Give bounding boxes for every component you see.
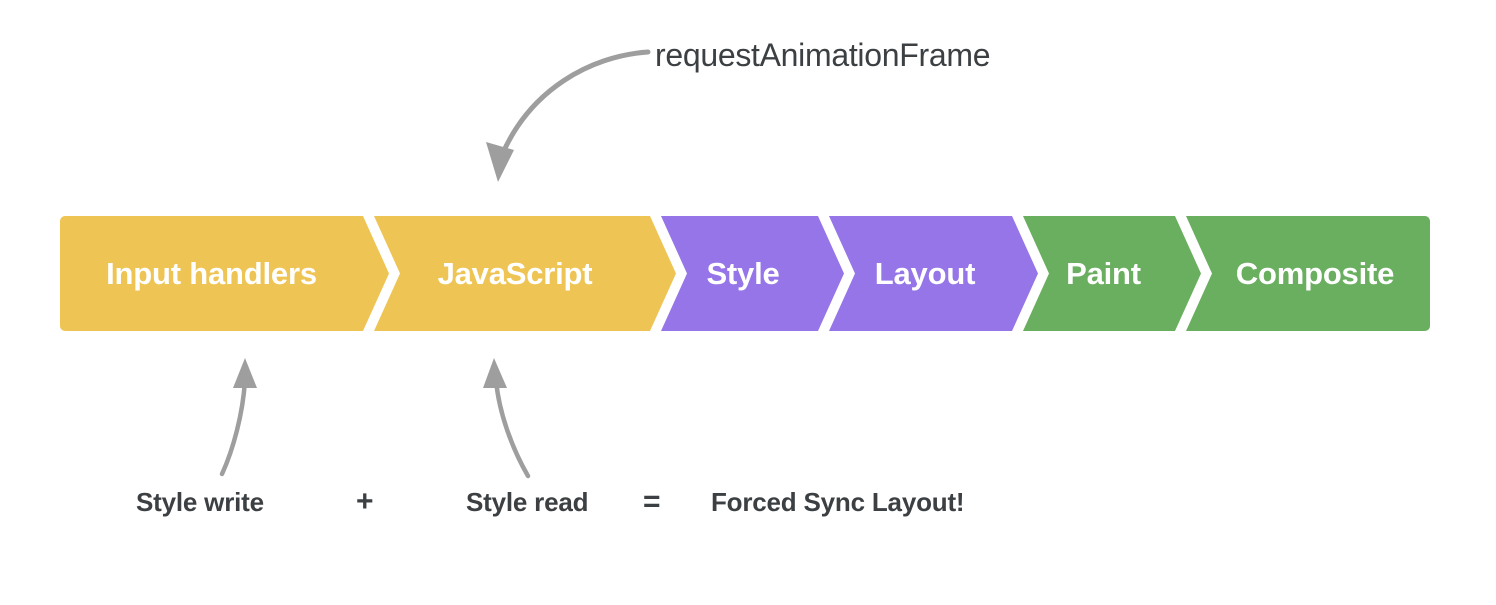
pipeline-shapes xyxy=(60,216,1430,331)
segment-shape-style xyxy=(661,216,844,331)
forced-sync-layout-label: Forced Sync Layout! xyxy=(711,487,965,517)
segment-shape-layout xyxy=(829,216,1038,331)
plus-operator: + xyxy=(356,485,374,518)
request-animation-frame-arrow-icon xyxy=(486,49,651,182)
segment-shape-javascript xyxy=(374,216,676,331)
rendering-pipeline-bar: Input handlers JavaScript Style Layout P… xyxy=(60,216,1430,331)
pipeline-segments xyxy=(60,216,1430,331)
style-read-arrow-icon xyxy=(483,358,531,479)
segment-shape-paint xyxy=(1023,216,1201,331)
style-write-arrow-icon xyxy=(219,358,257,477)
style-read-label: Style read xyxy=(466,487,589,517)
request-animation-frame-label: requestAnimationFrame xyxy=(655,37,991,73)
segment-shape-composite xyxy=(1186,216,1430,331)
style-write-label: Style write xyxy=(136,487,264,517)
equals-operator: = xyxy=(643,485,661,518)
segment-shape-input-handlers xyxy=(60,216,389,331)
